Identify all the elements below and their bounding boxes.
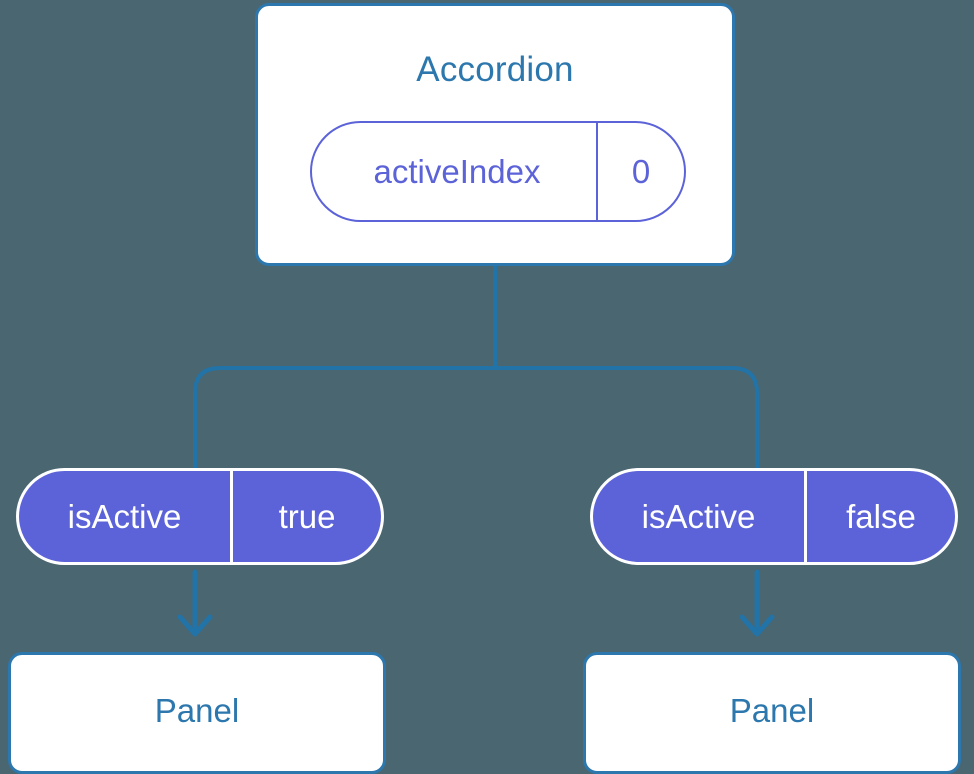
accordion-component-card[interactable]: Accordion activeIndex 0 <box>255 3 735 266</box>
prop-pill-is-active-true[interactable]: isActive true <box>16 468 384 565</box>
prop-key-label: isActive <box>593 471 807 562</box>
state-pill-active-index[interactable]: activeIndex 0 <box>310 121 686 222</box>
connector-branch-left <box>193 366 497 470</box>
prop-key-label: isActive <box>19 471 233 562</box>
connector-branch-right <box>493 366 759 470</box>
arrow-head-left-icon <box>177 614 213 637</box>
state-value-label: 0 <box>631 152 651 190</box>
prop-value-label: false <box>846 497 916 535</box>
arrow-head-right-icon <box>739 614 775 637</box>
prop-pill-is-active-false[interactable]: isActive false <box>590 468 958 565</box>
panel-title: Panel <box>729 692 815 729</box>
accordion-title: Accordion <box>416 50 574 89</box>
panel-component-card-right[interactable]: Panel <box>583 652 961 774</box>
state-key-label: activeIndex <box>312 123 598 220</box>
panel-title: Panel <box>154 692 240 729</box>
prop-value-label: true <box>278 497 336 535</box>
panel-component-card-left[interactable]: Panel <box>8 652 386 774</box>
